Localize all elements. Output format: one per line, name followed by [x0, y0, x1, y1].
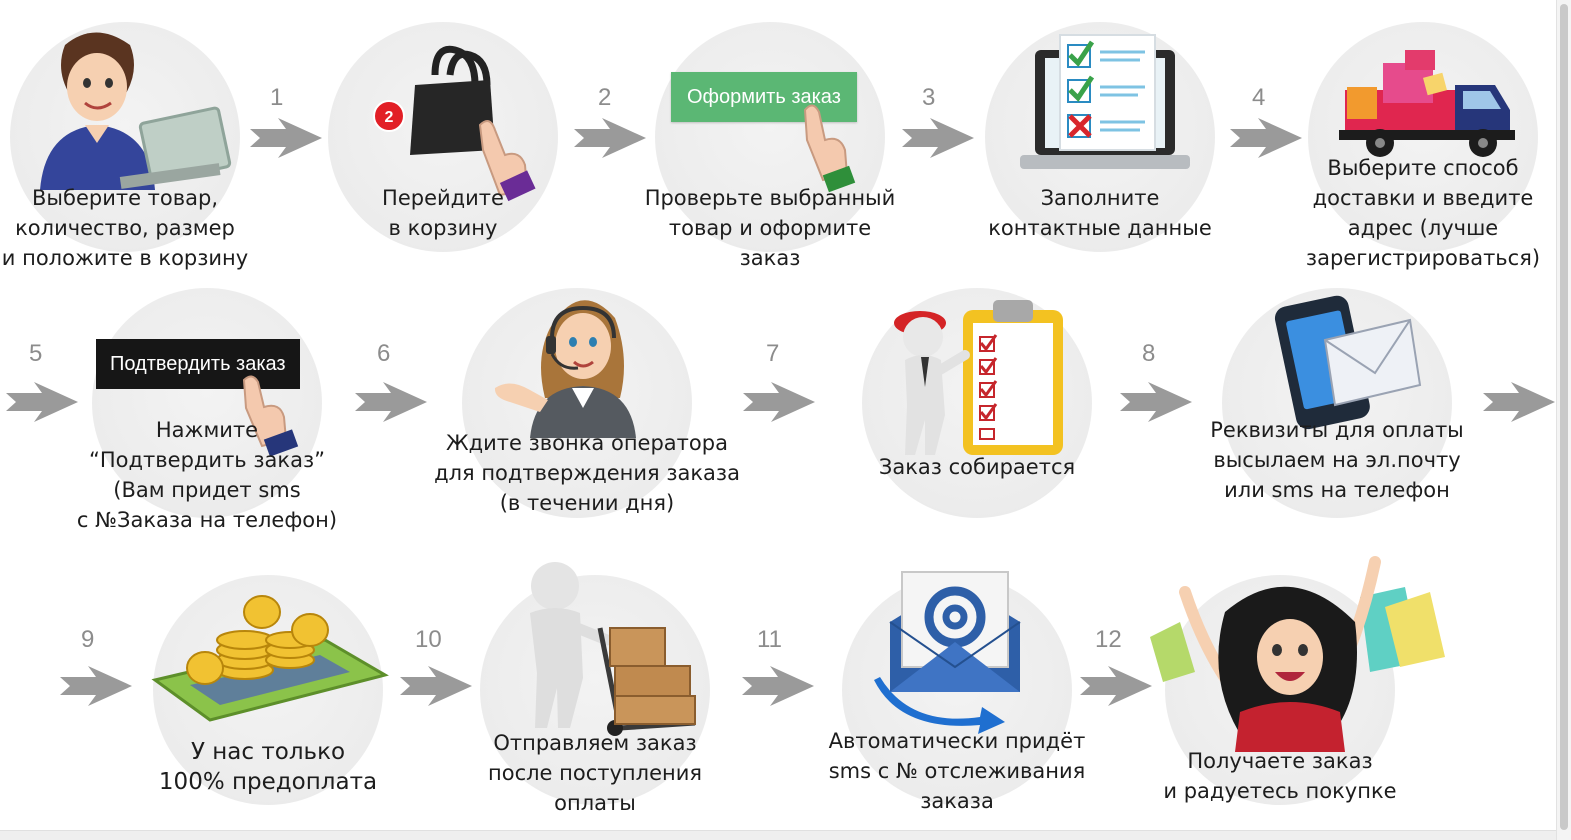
step-number: 12 — [1095, 626, 1122, 653]
step-number: 5 — [29, 340, 43, 367]
scrollbar-thumb[interactable] — [1560, 4, 1568, 830]
step-circle — [92, 288, 322, 518]
step-number: 2 — [598, 84, 612, 111]
arrow-right-icon — [1118, 379, 1194, 425]
clipboard-checklist-icon — [894, 300, 1063, 455]
arrow-right-icon — [572, 115, 648, 161]
shopping-bag-click-icon — [410, 45, 536, 202]
checkout-button-click-icon — [803, 104, 856, 193]
step-number: 7 — [766, 340, 780, 367]
checkout-button[interactable]: Оформить заказ — [671, 72, 857, 122]
laptop-checklist-icon — [1020, 34, 1190, 169]
step-caption: Заказ собирается — [878, 455, 1076, 479]
step-number: 1 — [270, 84, 284, 111]
step-number: 4 — [1252, 84, 1266, 111]
arrow-right-icon — [1228, 115, 1304, 161]
arrow-right-icon — [58, 663, 134, 709]
arrow-right-icon — [1481, 379, 1557, 425]
step-number: 3 — [922, 84, 936, 111]
arrow-right-icon — [741, 379, 817, 425]
step-caption: Нажмите“Подтвердить заказ”(Вам придет sm… — [76, 418, 338, 532]
delivery-truck-icon — [1339, 50, 1515, 157]
step-number: 10 — [415, 626, 442, 653]
call-operator-icon — [494, 300, 636, 438]
bottom-edge — [0, 830, 1556, 840]
arrow-right-icon — [4, 379, 80, 425]
arrow-right-icon — [353, 379, 429, 425]
phone-envelope-icon — [1274, 295, 1422, 430]
arrow-right-icon — [740, 663, 816, 709]
vertical-scrollbar[interactable] — [1556, 0, 1571, 840]
boxes-hand-truck-icon — [530, 562, 696, 736]
step-number: 9 — [81, 626, 95, 653]
step-number: 11 — [757, 626, 782, 653]
arrow-right-icon — [398, 663, 474, 709]
confirm-order-button[interactable]: Подтвердить заказ — [96, 339, 300, 389]
step-number: 6 — [377, 340, 391, 367]
arrow-right-icon — [1078, 663, 1154, 709]
arrow-right-icon — [900, 115, 976, 161]
confirm-button-click-icon — [242, 375, 299, 457]
step-circle — [655, 22, 885, 252]
arrow-right-icon — [248, 115, 324, 161]
cart-count-badge: 2 — [373, 100, 405, 132]
email-at-icon — [874, 571, 1021, 734]
happy-shopper-icon — [1150, 556, 1445, 752]
gold-coins-icon — [151, 595, 389, 722]
woman-at-laptop-icon — [40, 32, 232, 190]
step-number: 8 — [1142, 340, 1156, 367]
